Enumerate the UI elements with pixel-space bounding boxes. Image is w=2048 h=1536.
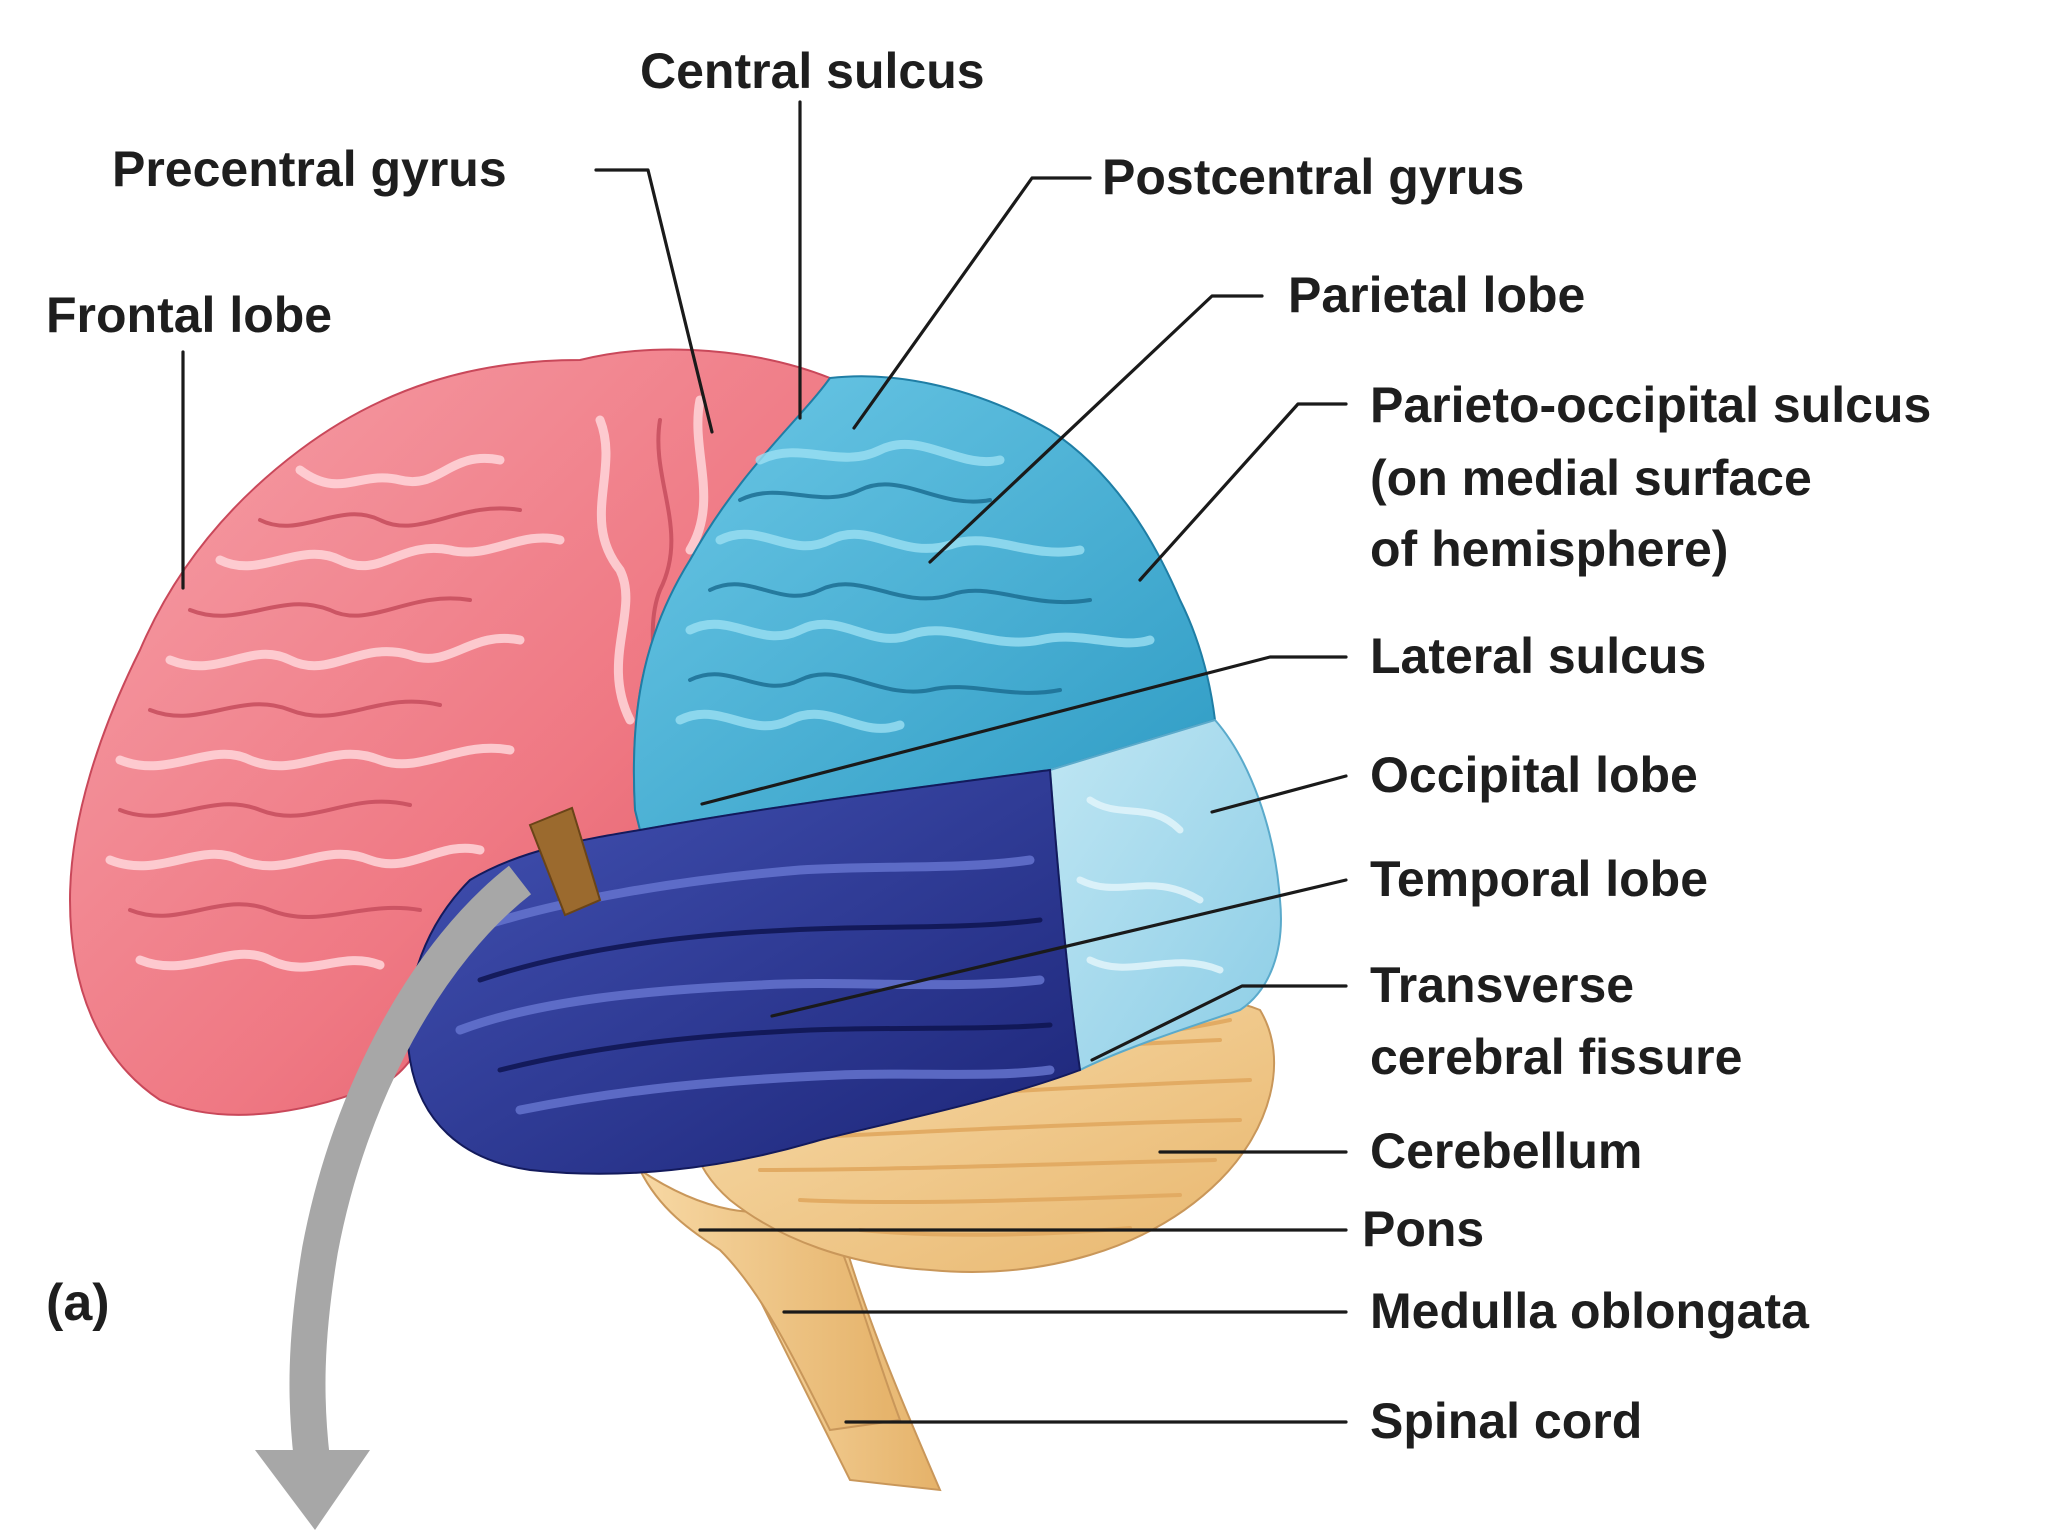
leader-transverse-cerebral-fissure	[1090, 984, 1348, 1062]
leader-temporal-lobe	[770, 878, 1348, 1018]
label-parietal-lobe: Parietal lobe	[1288, 267, 1585, 323]
leader-precentral-gyrus	[594, 168, 714, 434]
label-lateral-sulcus: Lateral sulcus	[1370, 628, 1706, 684]
label-spinal-cord: Spinal cord	[1370, 1393, 1642, 1449]
label-transverse-cerebral-fissure-line2: cerebral fissure	[1370, 1029, 1742, 1085]
label-parieto-occipital-sulcus-line2: (on medial surface	[1370, 450, 1812, 506]
label-transverse-cerebral-fissure-line1: Transverse	[1370, 957, 1634, 1013]
leader-lateral-sulcus	[700, 655, 1348, 806]
label-central-sulcus: Central sulcus	[640, 43, 985, 99]
frontal-lobe	[68, 348, 832, 1116]
leader-occipital-lobe	[1210, 774, 1348, 814]
label-medulla-oblongata: Medulla oblongata	[1370, 1283, 1810, 1339]
label-frontal-lobe: Frontal lobe	[46, 287, 332, 343]
label-temporal-lobe: Temporal lobe	[1370, 851, 1708, 907]
labels: Central sulcus Precentral gyrus Postcent…	[46, 43, 1931, 1449]
figure-tag: (a)	[46, 1274, 110, 1332]
label-postcentral-gyrus: Postcentral gyrus	[1102, 149, 1524, 205]
leader-lines	[181, 100, 1348, 1424]
label-pons: Pons	[1362, 1201, 1484, 1257]
leader-parietal-lobe	[928, 294, 1264, 564]
label-parieto-occipital-sulcus-line1: Parieto-occipital sulcus	[1370, 377, 1931, 433]
label-occipital-lobe: Occipital lobe	[1370, 747, 1698, 803]
curved-arrow-icon	[255, 865, 532, 1530]
olfactory-tract	[528, 806, 602, 917]
label-precentral-gyrus: Precentral gyrus	[112, 141, 507, 197]
leader-postcentral-gyrus	[852, 176, 1092, 430]
label-parieto-occipital-sulcus-line3: of hemisphere)	[1370, 521, 1728, 577]
parietal-lobe	[632, 375, 1217, 832]
leader-parieto-occipital-sulcus	[1138, 402, 1348, 582]
label-cerebellum: Cerebellum	[1370, 1123, 1642, 1179]
